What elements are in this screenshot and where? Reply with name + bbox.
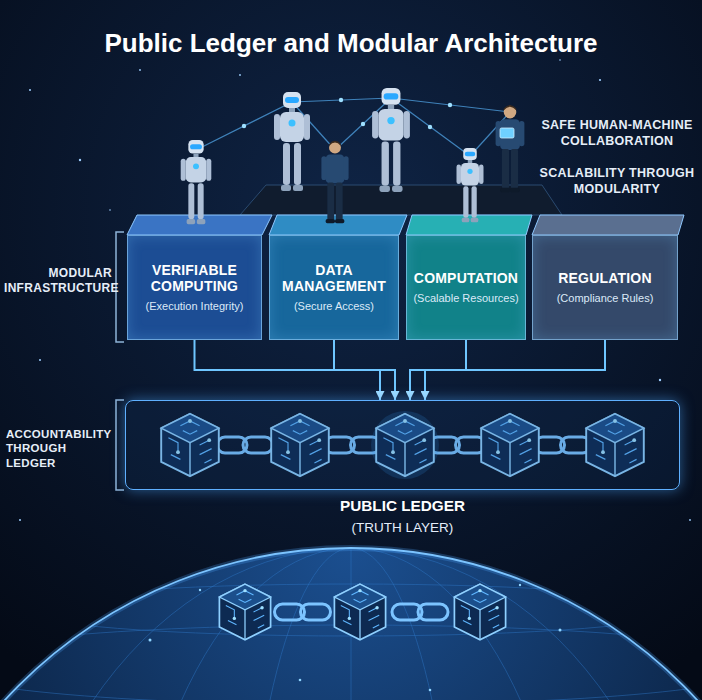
robot-figure xyxy=(372,88,410,192)
human-figure xyxy=(321,141,348,223)
robot-figure xyxy=(181,140,212,224)
node-heading: COMPUTATION xyxy=(414,270,518,287)
block-icon xyxy=(219,584,270,639)
human-figure xyxy=(496,105,525,192)
annotation-label: MODULAR INFRASTRUCTURE xyxy=(4,266,112,296)
box-top-face xyxy=(532,215,684,235)
tablet xyxy=(500,128,514,138)
ledger-band: PUBLIC LEDGER(TRUTH LAYER) xyxy=(125,400,680,490)
network-lines xyxy=(196,98,510,156)
node-subtitle: (Execution Integrity) xyxy=(146,300,244,313)
node-subtitle: (Compliance Rules) xyxy=(557,292,654,305)
module-box: DATA MANAGEMENT (Secure Access) xyxy=(269,235,399,340)
flow-arrow xyxy=(334,340,395,400)
globe xyxy=(0,540,702,700)
node-heading: REGULATION xyxy=(558,270,652,287)
module-box: REGULATION (Compliance Rules) xyxy=(532,235,678,340)
node-heading: DATA MANAGEMENT xyxy=(276,262,392,296)
flow-arrow xyxy=(425,340,605,400)
module-box: VERIFIABLE COMPUTING (Execution Integrity… xyxy=(127,235,262,340)
annotation-label: SCALABILITY THROUGH MODULARITY xyxy=(538,166,696,197)
bracket xyxy=(116,400,124,490)
network-dots xyxy=(242,98,452,129)
node-subtitle: (TRUTH LAYER) xyxy=(126,520,679,535)
module-box: COMPUTATION (Scalable Resources) xyxy=(406,235,526,340)
bottom-chain xyxy=(219,584,505,639)
bracket xyxy=(116,232,124,342)
box-top-face xyxy=(406,215,532,235)
node-subtitle: (Scalable Resources) xyxy=(413,292,518,305)
block-icon xyxy=(334,584,385,639)
diagram-title: Public Ledger and Modular Architecture xyxy=(0,28,702,59)
block-icon xyxy=(454,584,505,639)
node-heading: VERIFIABLE COMPUTING xyxy=(134,262,255,296)
annotation-label: SAFE HUMAN-MACHINE COLLABORATION xyxy=(538,118,696,149)
robot-figure xyxy=(274,92,310,191)
node-heading: PUBLIC LEDGER xyxy=(126,497,679,515)
annotation-label: ACCOUNTABILITY THROUGH LEDGER xyxy=(6,427,116,470)
robot-figure xyxy=(457,148,484,222)
node-subtitle: (Secure Access) xyxy=(294,300,374,313)
